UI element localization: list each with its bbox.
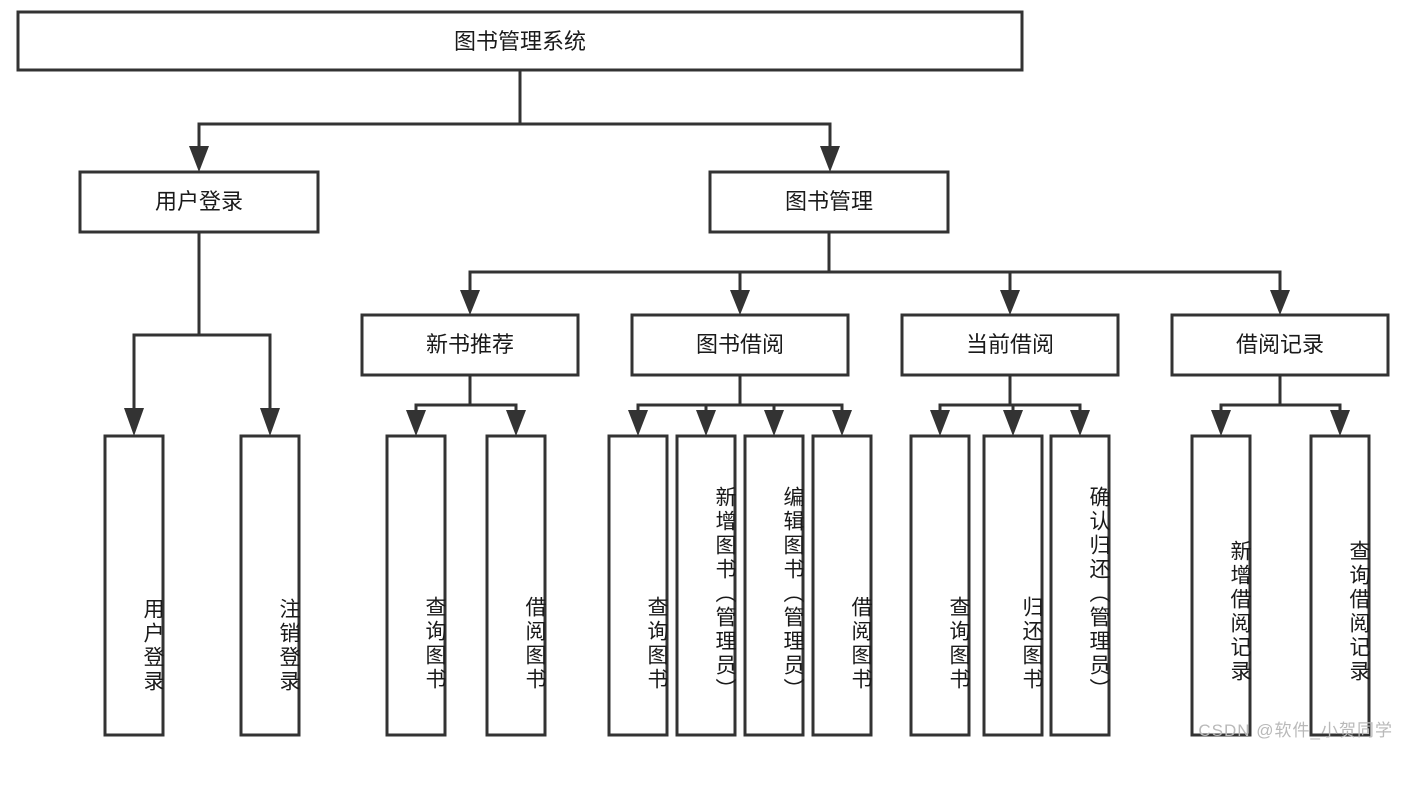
node-leaf-confirm-return-box[interactable]	[1049, 434, 1111, 737]
arrow-head-book-management	[820, 146, 840, 172]
connector-root-bus	[197, 68, 832, 150]
node-borrow-record[interactable]: 借阅记录	[1170, 313, 1390, 377]
node-user-login-box[interactable]	[78, 170, 320, 234]
node-leaf-query-record-box[interactable]	[1309, 434, 1371, 737]
node-leaf-return-book-box[interactable]	[982, 434, 1044, 737]
node-leaf-add-book-box[interactable]	[675, 434, 737, 737]
arrow-head-current-borrow	[1000, 290, 1020, 315]
node-borrow-record-box[interactable]	[1170, 313, 1390, 377]
node-user-login-label: 用户登录	[155, 189, 243, 214]
arrow-head-user-login	[189, 146, 209, 172]
connector-book-management-bus	[468, 230, 1282, 294]
connector-book-borrow-bus	[636, 373, 844, 414]
node-book-management[interactable]: 图书管理	[708, 170, 950, 234]
hierarchy-diagram: 图书管理系统 用户登录 图书管理 新书推荐 图书借阅 当前	[16, 10, 1390, 737]
arrow-head-leaf-user-logout	[260, 408, 280, 436]
node-new-book-recommend[interactable]: 新书推荐	[360, 313, 580, 377]
node-new-book-recommend-box[interactable]	[360, 313, 580, 377]
node-borrow-record-label: 借阅记录	[1236, 332, 1324, 357]
arrow-head-leaf-edit-book	[764, 410, 784, 436]
connector-new-book-recommend-bus	[414, 373, 518, 414]
connector-layer	[124, 68, 1350, 436]
arrow-head-leaf-query-book-1	[406, 410, 426, 436]
arrow-head-new-book-recommend	[460, 290, 480, 315]
diagram-canvas: 图书管理系统 用户登录 图书管理 新书推荐 图书借阅 当前	[16, 10, 1393, 740]
node-current-borrow-box[interactable]	[900, 313, 1120, 377]
connector-borrow-record-bus	[1219, 373, 1342, 414]
node-new-book-recommend-label: 新书推荐	[426, 332, 514, 357]
node-leaf-query-book-1-box[interactable]	[385, 434, 447, 737]
node-leaf-add-record-box[interactable]	[1190, 434, 1252, 737]
connector-current-borrow-bus	[938, 373, 1082, 414]
arrow-head-leaf-borrow-book-1	[506, 410, 526, 436]
node-leaf-user-login-box[interactable]	[103, 434, 165, 737]
node-book-management-label: 图书管理	[785, 189, 873, 214]
node-root[interactable]: 图书管理系统	[16, 10, 1024, 72]
node-leaf-query-book-2-box[interactable]	[607, 434, 669, 737]
connector-user-login-bus	[132, 230, 272, 412]
node-current-borrow-label: 当前借阅	[966, 332, 1054, 357]
arrow-head-leaf-query-book-2	[628, 410, 648, 436]
node-layer: 图书管理系统 用户登录 图书管理 新书推荐 图书借阅 当前	[16, 10, 1390, 737]
arrow-head-leaf-user-login	[124, 408, 144, 436]
arrow-head-borrow-record	[1270, 290, 1290, 315]
node-leaf-borrow-book-1-box[interactable]	[485, 434, 547, 737]
node-book-borrow-label: 图书借阅	[696, 332, 784, 357]
arrow-head-book-borrow	[730, 290, 750, 315]
node-book-borrow[interactable]: 图书借阅	[630, 313, 850, 377]
node-root-label: 图书管理系统	[454, 29, 586, 54]
arrow-head-leaf-query-book-3	[930, 410, 950, 436]
node-leaf-query-book-3-box[interactable]	[909, 434, 971, 737]
node-leaf-edit-book-box[interactable]	[743, 434, 805, 737]
node-root-box[interactable]	[16, 10, 1024, 72]
node-book-management-box[interactable]	[708, 170, 950, 234]
arrow-head-leaf-return-book	[1003, 410, 1023, 436]
node-leaf-user-logout-box[interactable]	[239, 434, 301, 737]
watermark-text: CSDN @软件_小贺同学	[1198, 721, 1393, 740]
node-current-borrow[interactable]: 当前借阅	[900, 313, 1120, 377]
arrow-head-leaf-confirm-return	[1070, 410, 1090, 436]
node-user-login[interactable]: 用户登录	[78, 170, 320, 234]
node-book-borrow-box[interactable]	[630, 313, 850, 377]
arrow-head-leaf-add-record	[1211, 410, 1231, 436]
arrow-head-leaf-query-record	[1330, 410, 1350, 436]
arrow-head-leaf-borrow-book-2	[832, 410, 852, 436]
arrow-head-leaf-add-book	[696, 410, 716, 436]
node-leaf-borrow-book-2-box[interactable]	[811, 434, 873, 737]
